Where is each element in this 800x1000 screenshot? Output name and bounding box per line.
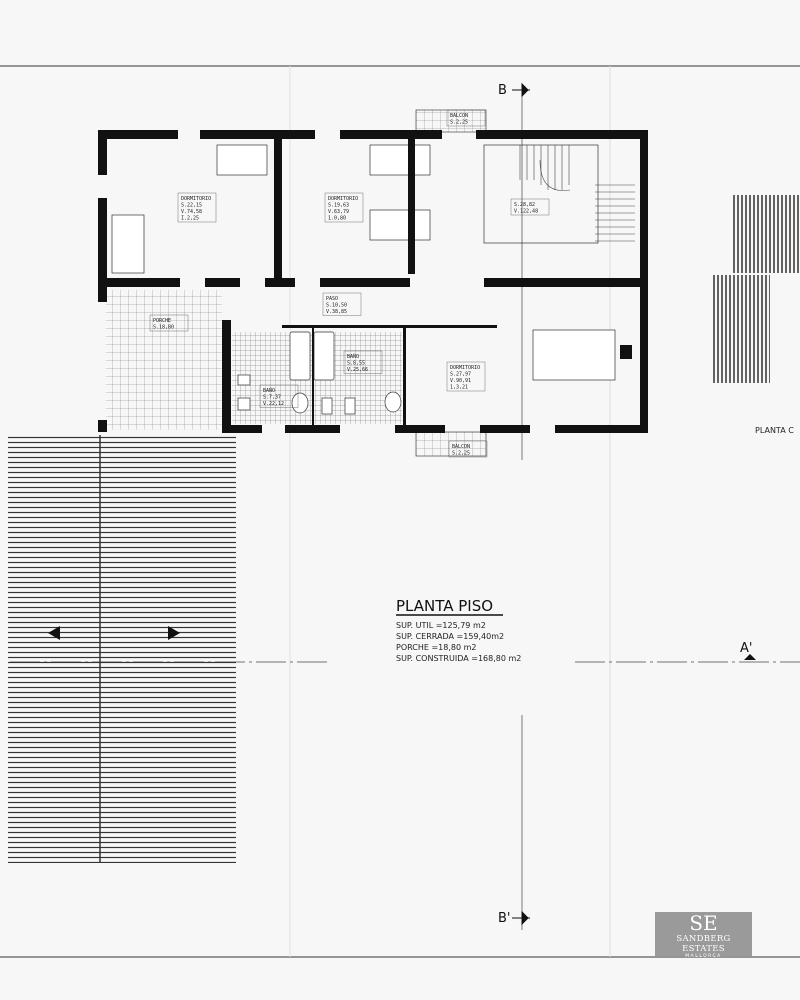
- room-measure: V.22,12: [263, 401, 284, 407]
- room-measure: 1,3,21: [450, 385, 468, 391]
- bidet: [237, 374, 251, 386]
- summary-line: SUP. CERRADA =159,40m2: [396, 632, 504, 641]
- sink: [291, 392, 309, 414]
- watermark-sub: MALLORCA: [685, 954, 722, 959]
- section-arrow-icon: [512, 82, 530, 98]
- room-measure: S.7,37: [263, 395, 281, 401]
- bed: [111, 214, 145, 274]
- room-name: PASO: [326, 296, 338, 302]
- staircase: [519, 145, 635, 242]
- room-measure: V.63,79: [328, 209, 349, 215]
- room-measure: V.38,85: [326, 309, 347, 315]
- watermark-name: SANDBERG ESTATES: [676, 934, 731, 954]
- room-name: DORMITORIO: [450, 365, 480, 371]
- room-label-box: [448, 440, 488, 458]
- room-label-box: [343, 350, 383, 374]
- arrow-left-icon: [48, 626, 60, 640]
- section-arrow-icon: [512, 910, 530, 926]
- bed: [369, 209, 431, 241]
- section-mark-right: A': [740, 641, 752, 656]
- room-measure: I.2,25: [181, 216, 199, 222]
- room-label-box: [324, 192, 364, 223]
- room-name: BAÑO: [263, 387, 275, 394]
- room-name: BAÑO: [347, 353, 359, 360]
- sink: [384, 391, 402, 413]
- watermark-logo: SE SANDBERG ESTATES MALLORCA: [655, 911, 752, 959]
- room-measure: V.74,58: [181, 209, 202, 215]
- room-measure: S.27,97: [450, 372, 471, 378]
- room-measure: S.19,63: [328, 203, 349, 209]
- bed: [216, 144, 268, 176]
- room-measure: V.122,48: [514, 209, 538, 215]
- section-arrow-icon: [744, 654, 756, 660]
- room-measure: S.8,55: [347, 361, 365, 367]
- bathtub: [313, 331, 335, 381]
- room-name: PORCHE: [153, 318, 171, 324]
- porch-floor: [106, 290, 222, 430]
- toilet: [321, 397, 333, 415]
- pergola: [8, 435, 236, 863]
- room-measure: S.2,25: [452, 451, 470, 457]
- room-name: DORMITORIO: [328, 196, 358, 202]
- chimney: [620, 345, 632, 359]
- arrow-right-icon: [168, 626, 180, 640]
- room-name: BALCON: [452, 444, 470, 450]
- room-measure: V.90,91: [450, 378, 471, 384]
- bidet: [344, 397, 356, 415]
- summary-line: SUP. CONSTRUIDA =168,80 m2: [396, 654, 521, 663]
- room-measure: S.22,15: [181, 203, 202, 209]
- room-measure: S.28,82: [514, 202, 535, 208]
- room-measure: 1.0,80: [328, 216, 346, 222]
- summary-line: PORCHE =18,80 m2: [396, 643, 477, 652]
- bed: [369, 144, 431, 176]
- room-label-box: [322, 292, 362, 316]
- room-label-box: [510, 198, 550, 216]
- room-measure: S.18,80: [153, 325, 174, 331]
- watermark-monogram: SE: [689, 911, 718, 935]
- section-mark-top: B: [498, 83, 507, 98]
- room-label-box: [177, 192, 217, 223]
- summary-line: SUP. UTIL =125,79 m2: [396, 621, 486, 630]
- room-label-box: [446, 109, 486, 127]
- room-name: BALCON: [450, 113, 468, 119]
- balcony-bottom: [415, 431, 487, 457]
- toilet: [237, 397, 251, 411]
- room-label-box: [149, 314, 189, 332]
- room-label-box: [259, 384, 299, 408]
- pergola: [712, 275, 770, 383]
- section-mark-bottom: B': [498, 911, 511, 926]
- pergola: [733, 195, 800, 273]
- bathtub: [289, 331, 311, 381]
- room-measure: S.2,25: [450, 120, 468, 126]
- bed: [532, 329, 616, 381]
- room-measure: S.10,50: [326, 303, 347, 309]
- plan-title: PLANTA PISO: [396, 597, 493, 615]
- walls: [98, 130, 648, 433]
- side-plan-label: PLANTA C: [755, 426, 794, 435]
- room-label-box: [446, 361, 486, 392]
- room-name: DORMITORIO: [181, 196, 211, 202]
- room-measure: V.25,66: [347, 367, 368, 373]
- room-label: S.28,82V.122,48: [510, 198, 550, 216]
